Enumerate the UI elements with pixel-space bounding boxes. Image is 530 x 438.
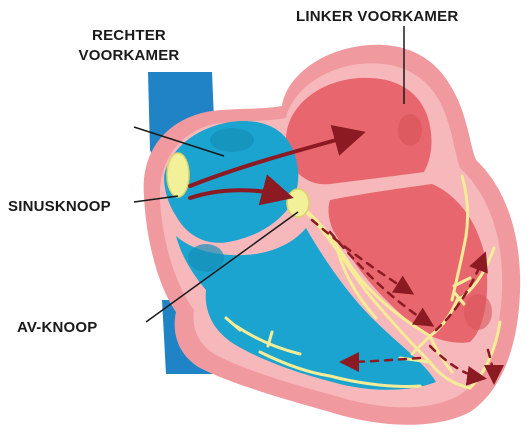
shade-spot xyxy=(464,294,492,330)
label-left-atrium: LINKER VOORKAMER xyxy=(296,7,458,27)
label-sa-node: SINUSKNOOP xyxy=(8,197,111,217)
sinoatrial-node xyxy=(167,153,189,197)
shade-spot xyxy=(210,128,254,152)
shade-spot xyxy=(398,114,422,146)
label-right-atrium-line1: RECHTER xyxy=(66,26,192,46)
label-right-atrium: RECHTER VOORKAMER xyxy=(66,26,192,66)
label-av-node: AV-KNOOP xyxy=(17,318,98,338)
shade-spot xyxy=(188,244,224,272)
label-right-atrium-line2: VOORKAMER xyxy=(66,46,192,66)
